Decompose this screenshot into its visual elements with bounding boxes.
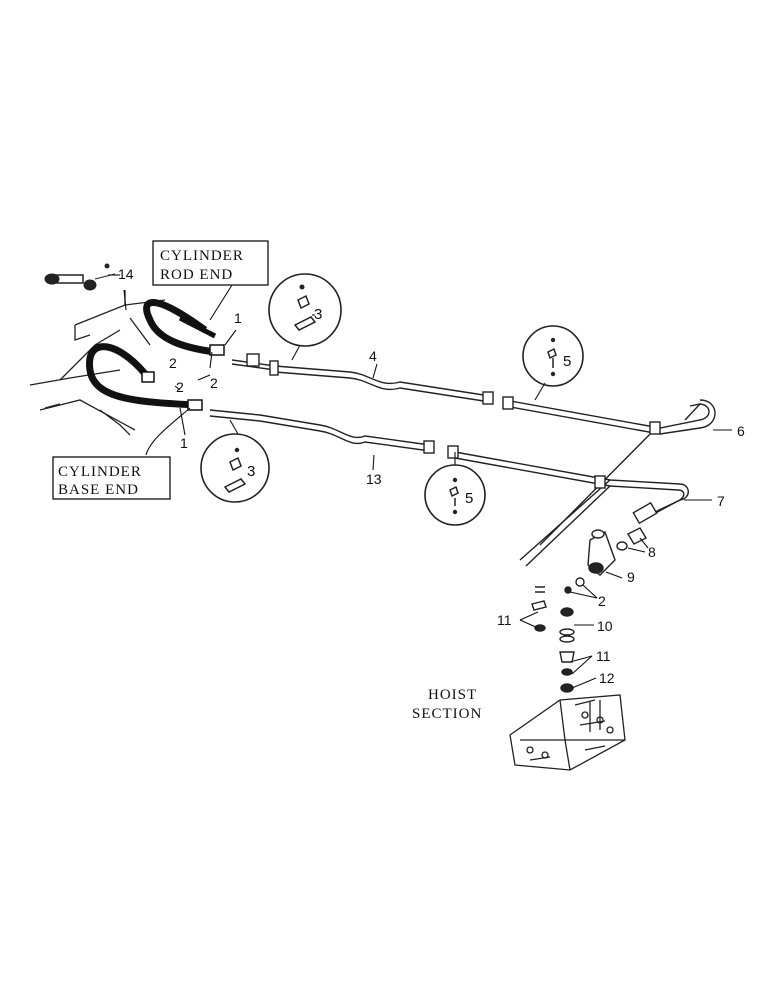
cylinder-rod-end-label: CYLINDER ROD END [152, 240, 269, 286]
fitting-stack [531, 527, 647, 693]
callout-10: 10 [597, 618, 613, 634]
tube-part-4 [231, 359, 491, 403]
svg-text:HOIST: HOIST [428, 687, 477, 703]
callout-11-b: 11 [596, 648, 611, 664]
callout-2-d: 2 [598, 593, 606, 609]
tube-fittings [246, 353, 661, 525]
tube-part-6 [504, 399, 716, 435]
callout-9: 9 [627, 569, 635, 585]
clamp-detail-circle-5-bottom [424, 452, 486, 526]
hoist-section-valve [509, 694, 626, 771]
callout-11-a: 11 [497, 612, 512, 628]
callout-5-top: 5 [563, 353, 571, 370]
callout-2-b: 2 [210, 375, 218, 391]
clamp-detail-circle-3-top [268, 273, 342, 361]
svg-text:SECTION: SECTION [412, 706, 482, 722]
hoist-section-label: HOIST SECTION [412, 687, 482, 722]
callout-4: 4 [369, 348, 377, 364]
leader-lines [108, 274, 732, 689]
callout-5-bottom: 5 [465, 490, 473, 507]
clamp-detail-circle-3-bottom [200, 419, 270, 503]
callout-3-bottom: 3 [247, 463, 255, 480]
callout-12: 12 [599, 670, 615, 686]
callout-3-top: 3 [314, 306, 322, 323]
tube-part-13 [209, 409, 431, 452]
hose-base-end [86, 343, 203, 411]
callout-numbers: 14 1 2 2 2 1 3 4 5 6 3 13 5 7 8 9 2 11 1… [118, 266, 745, 686]
callout-2-c: 2 [176, 379, 184, 395]
svg-text:CYLINDER: CYLINDER [58, 464, 142, 480]
callout-1-top: 1 [234, 310, 242, 326]
clamp-detail-circle-5-top [522, 325, 584, 401]
callout-14: 14 [118, 266, 134, 282]
callout-6: 6 [737, 423, 745, 439]
svg-text:ROD END: ROD END [160, 267, 233, 283]
callout-8: 8 [648, 544, 656, 560]
grease-fitting-part-14 [44, 263, 116, 291]
hose-rod-end [143, 299, 225, 356]
callout-1-bottom: 1 [180, 435, 188, 451]
callout-7: 7 [717, 493, 725, 509]
callout-2-a: 2 [169, 355, 177, 371]
svg-text:BASE END: BASE END [58, 482, 139, 498]
svg-text:CYLINDER: CYLINDER [160, 248, 244, 264]
callout-13: 13 [366, 471, 382, 487]
cylinder-base-end-label: CYLINDER BASE END [52, 456, 171, 500]
